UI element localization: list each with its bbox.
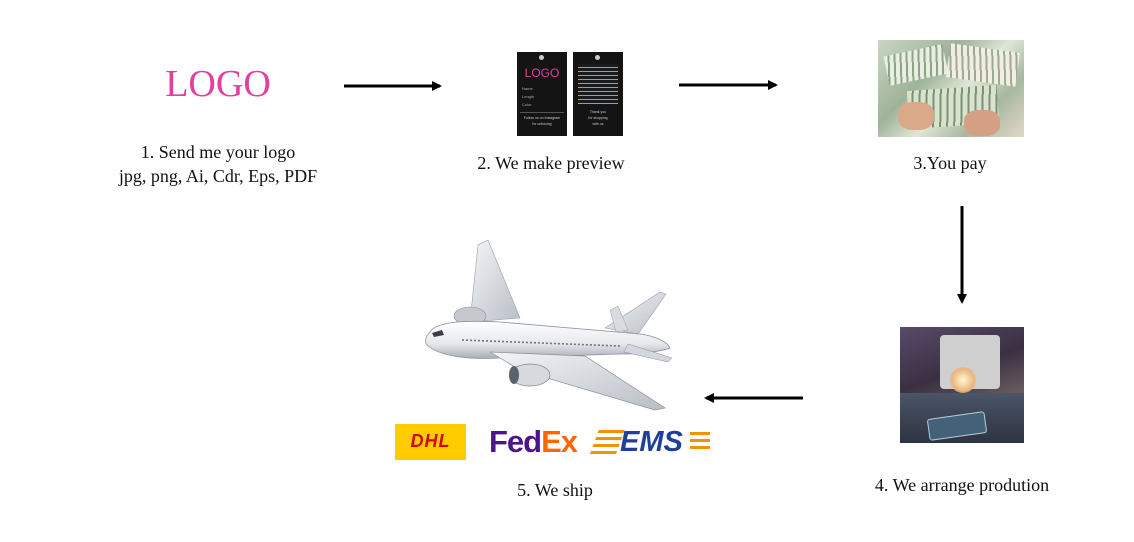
fedex-logo: FedEx (489, 424, 585, 460)
fedex-logo-text: FedEx (489, 424, 578, 459)
tag-line-3: Color (522, 102, 532, 107)
machine-lamp (950, 367, 976, 393)
tag-footer-1: Follow us on Instagram (523, 116, 561, 120)
preview-tags: LOGO Name Length Color Follow us on Inst… (517, 52, 625, 136)
tag-back-text (578, 64, 618, 104)
hand-right (964, 110, 1000, 136)
step-1-formats: jpg, png, Ai, Cdr, Eps, PDF (118, 166, 318, 186)
tag-footer-2: for unboxing (532, 122, 552, 126)
ems-logo: EMS (589, 426, 714, 460)
step-4-label: 4. We arrange prodution (874, 475, 1050, 495)
hand-left (898, 102, 934, 130)
ems-stripes-right (690, 432, 710, 450)
tag-hole (539, 55, 544, 60)
tag-back: Thank you for shopping with us (573, 52, 623, 136)
ems-logo-text: EMS (620, 426, 683, 458)
tag-hole-back (595, 55, 600, 60)
step-3-label: 3.You pay (913, 153, 987, 173)
dhl-logo: DHL (395, 424, 466, 460)
tag-back-line-3: with us (592, 122, 604, 126)
tag-logo: LOGO (524, 66, 560, 80)
logo-word: LOGO (165, 63, 271, 105)
tag-front: LOGO Name Length Color Follow us on Inst… (517, 52, 567, 136)
money-photo (878, 40, 1024, 137)
tag-line-2: Length (522, 94, 535, 99)
production-photo (900, 327, 1024, 443)
step-2-label: 2. We make preview (477, 153, 625, 173)
tag-divider (520, 112, 564, 113)
tag-back-line-2: for shopping (588, 116, 608, 120)
step-1-label: 1. Send me your logo (140, 142, 296, 162)
airplane-icon (425, 239, 673, 411)
step-5-label: 5. We ship (517, 480, 593, 500)
dhl-logo-text: DHL (410, 431, 451, 451)
tag-line-1: Name (522, 86, 533, 91)
tag-back-line-1: Thank you (589, 110, 607, 114)
